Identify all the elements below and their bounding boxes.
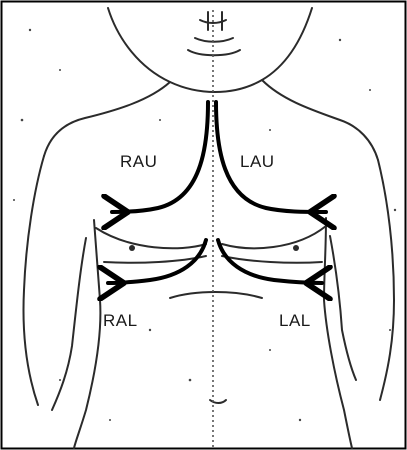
label-rau: RAU: [120, 153, 157, 170]
arrows: [108, 102, 326, 283]
label-lal: LAL: [279, 312, 311, 329]
left-nipple: [293, 245, 299, 251]
right-nipple: [129, 245, 135, 251]
speckles: [13, 29, 396, 421]
label-lau: LAU: [240, 153, 275, 170]
label-ral: RAL: [103, 312, 138, 329]
head-outline: [108, 8, 312, 92]
torso-outline: [24, 80, 394, 448]
